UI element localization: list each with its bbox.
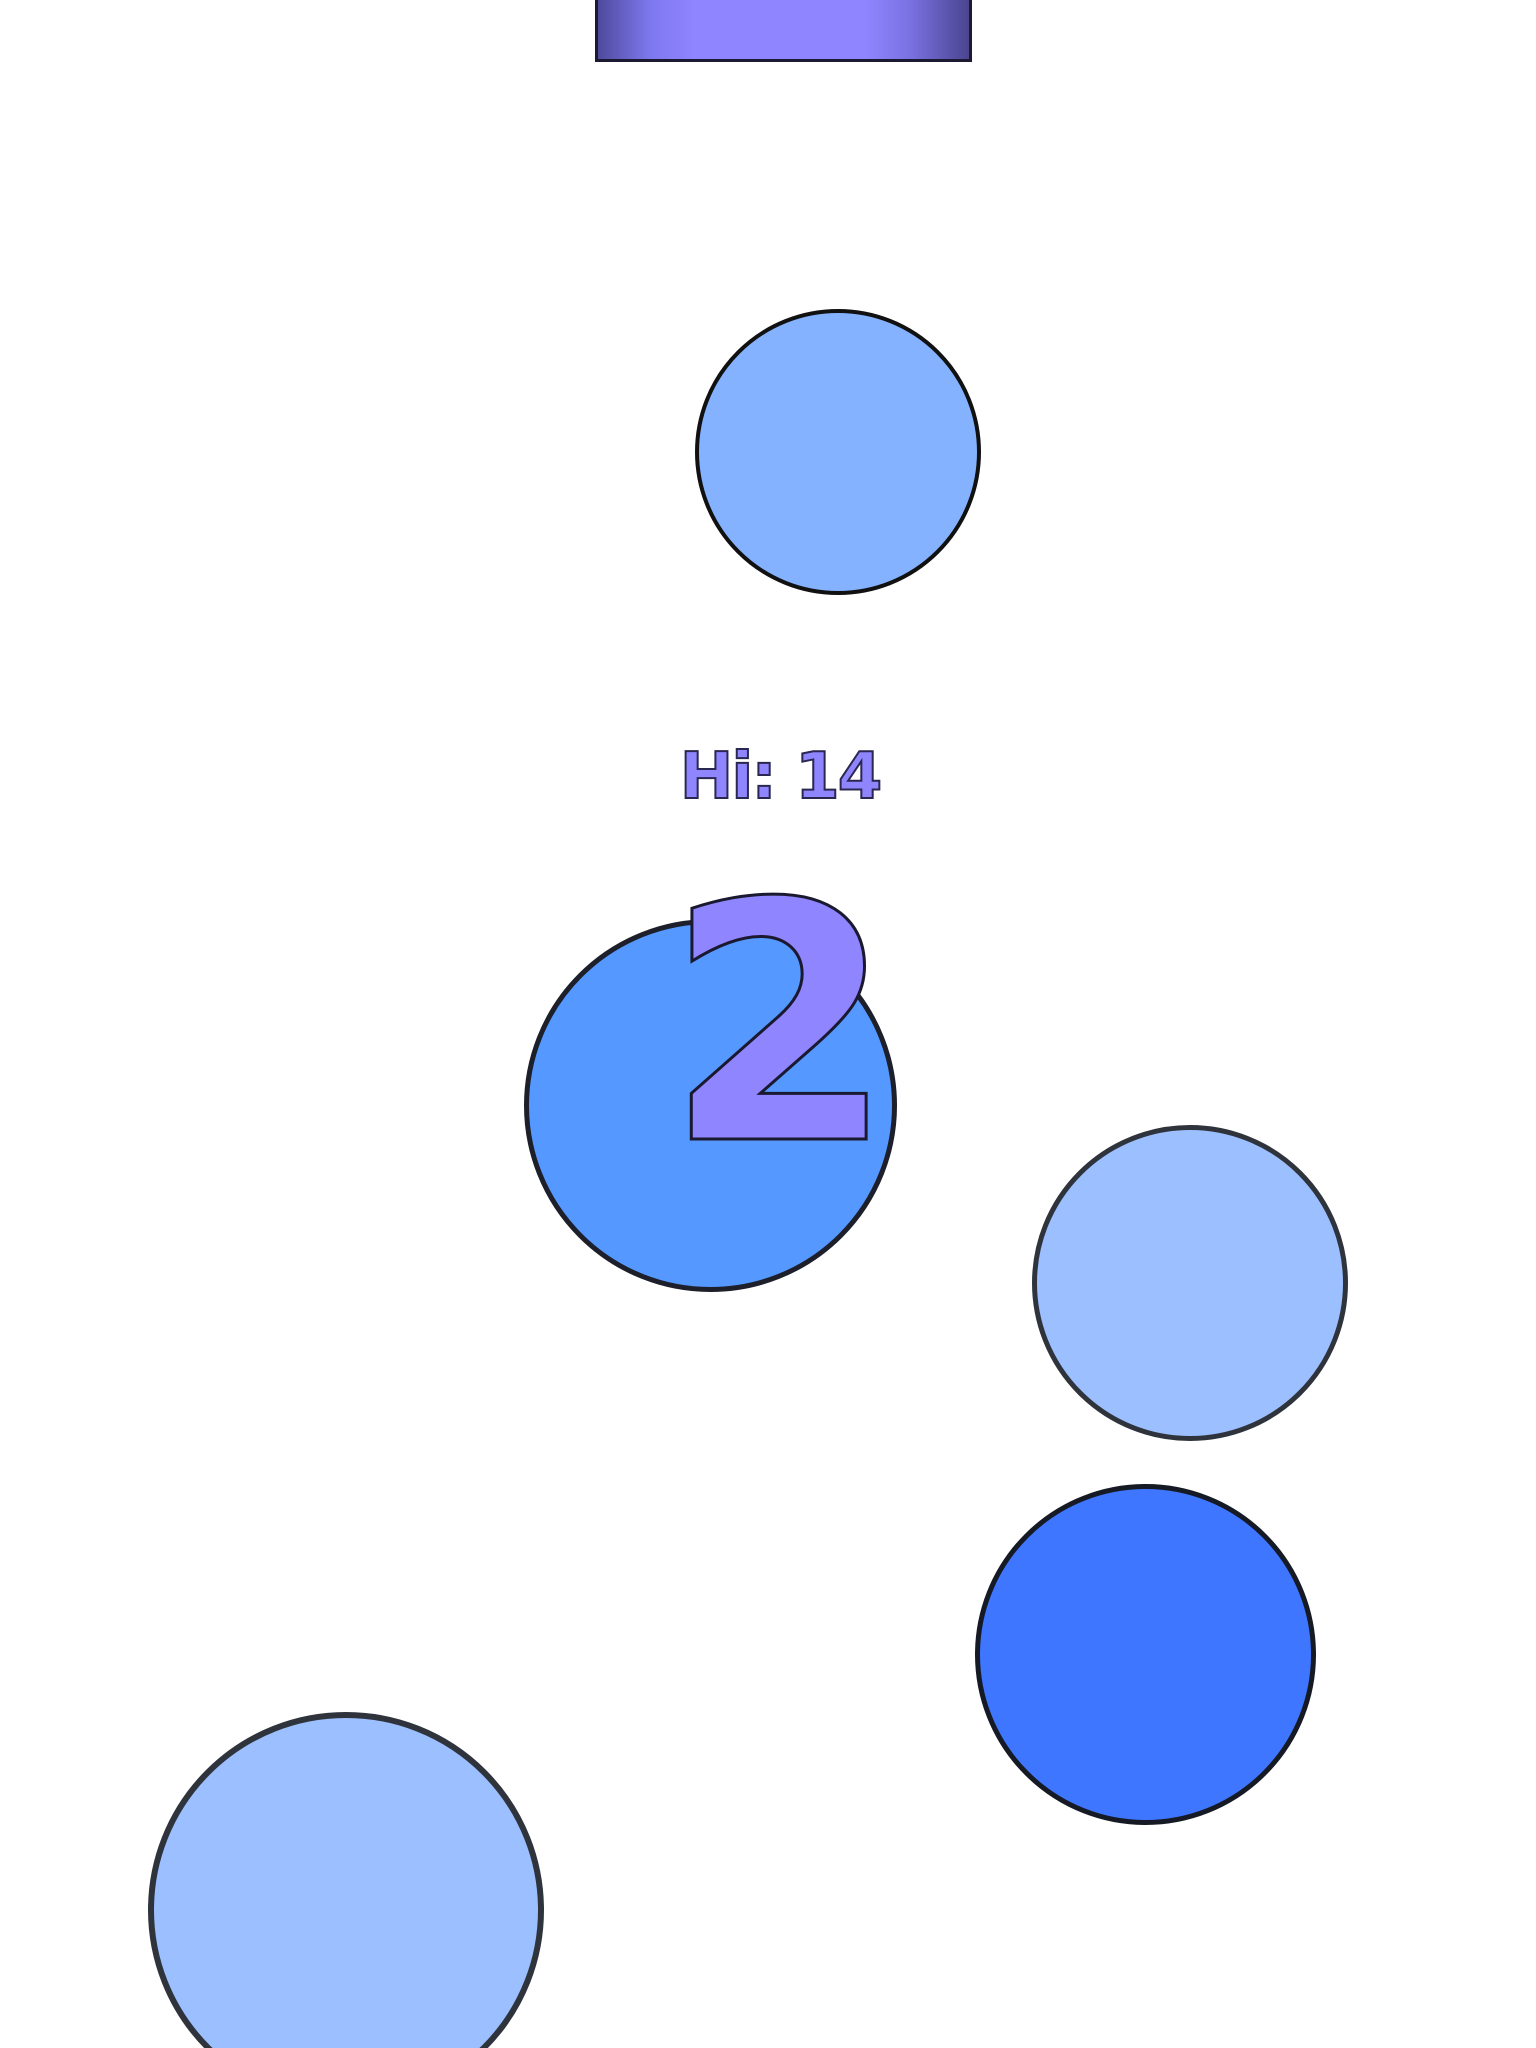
paddle[interactable] — [595, 0, 972, 62]
high-score-label: Hi: 14 — [679, 739, 883, 815]
ball-light-blue-top[interactable] — [695, 309, 981, 595]
current-score: 2 — [664, 833, 897, 1217]
ball-medium-blue-center[interactable] — [524, 919, 897, 1292]
ball-pale-blue-right[interactable] — [1032, 1125, 1348, 1441]
ball-pale-blue-bottom-left[interactable] — [148, 1712, 544, 2048]
ball-bright-blue-right[interactable] — [975, 1484, 1316, 1825]
